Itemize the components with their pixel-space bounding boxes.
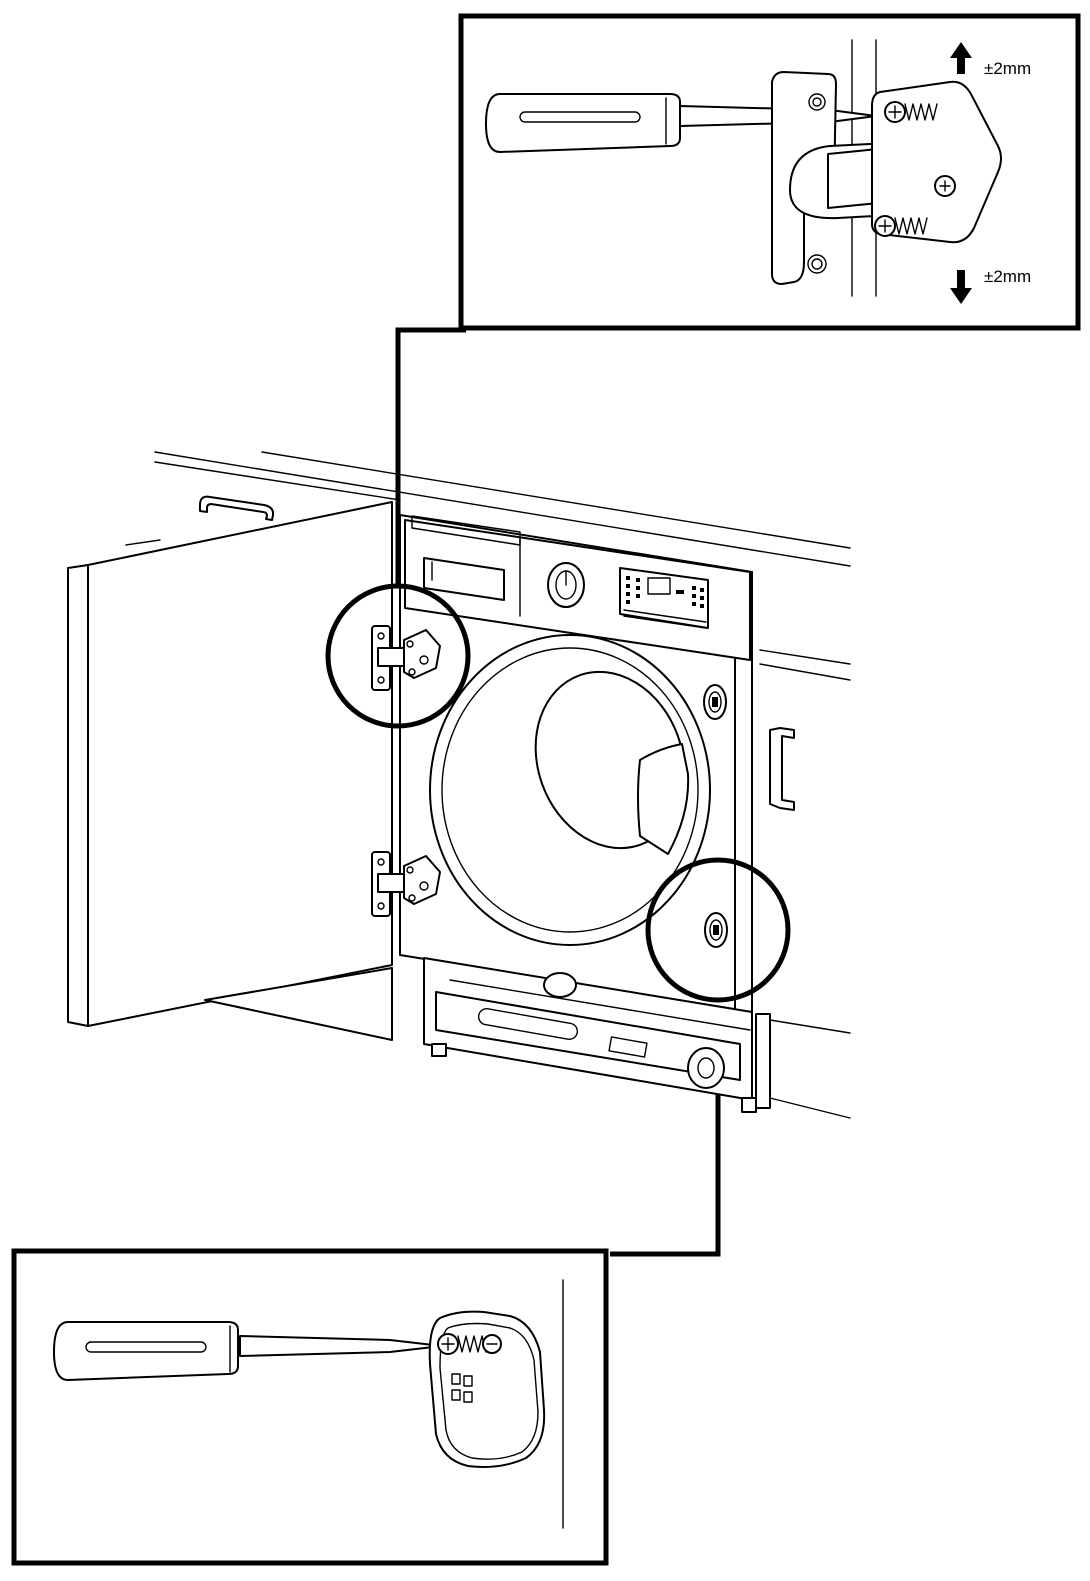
main-scene	[67, 451, 851, 1119]
foot-left	[431, 1043, 447, 1057]
screw-icon	[437, 1333, 502, 1355]
door-handle	[637, 743, 690, 855]
hinge-highlight-ring	[325, 583, 471, 729]
screw-icon	[874, 215, 928, 237]
upper-cabinet-handle	[199, 495, 275, 521]
leader-line-top	[395, 327, 466, 588]
top-callout: ±2mm ±2mm	[458, 13, 1081, 331]
detergent-drawer	[423, 557, 505, 601]
arrow-down-icon	[950, 270, 972, 304]
lower-fixing-knob	[704, 912, 728, 948]
machine-plinth	[423, 957, 771, 1113]
washing-machine	[399, 514, 753, 1013]
screwdriver-icon	[53, 1321, 443, 1381]
worktop	[154, 451, 851, 1119]
upper-fixing-knob	[703, 684, 727, 720]
bottom-callout	[11, 1248, 609, 1566]
foot-right	[741, 1097, 757, 1113]
door-hinge-lower	[371, 851, 441, 917]
cabinet-door	[67, 501, 393, 1041]
knob-highlight-ring	[645, 857, 791, 1003]
right-cabinet-handle	[769, 727, 795, 811]
door-hinge-upper	[371, 625, 441, 691]
arrow-up-icon	[950, 42, 972, 74]
hinge-icon	[771, 71, 1002, 285]
adjustment-label-up: ±2mm	[984, 59, 1031, 78]
screw-icon	[884, 101, 938, 123]
fixing-plate	[428, 1310, 546, 1468]
adjustment-label-down: ±2mm	[984, 267, 1031, 286]
display-buttons	[626, 576, 704, 608]
plinth-adjust-knob	[687, 1047, 725, 1089]
